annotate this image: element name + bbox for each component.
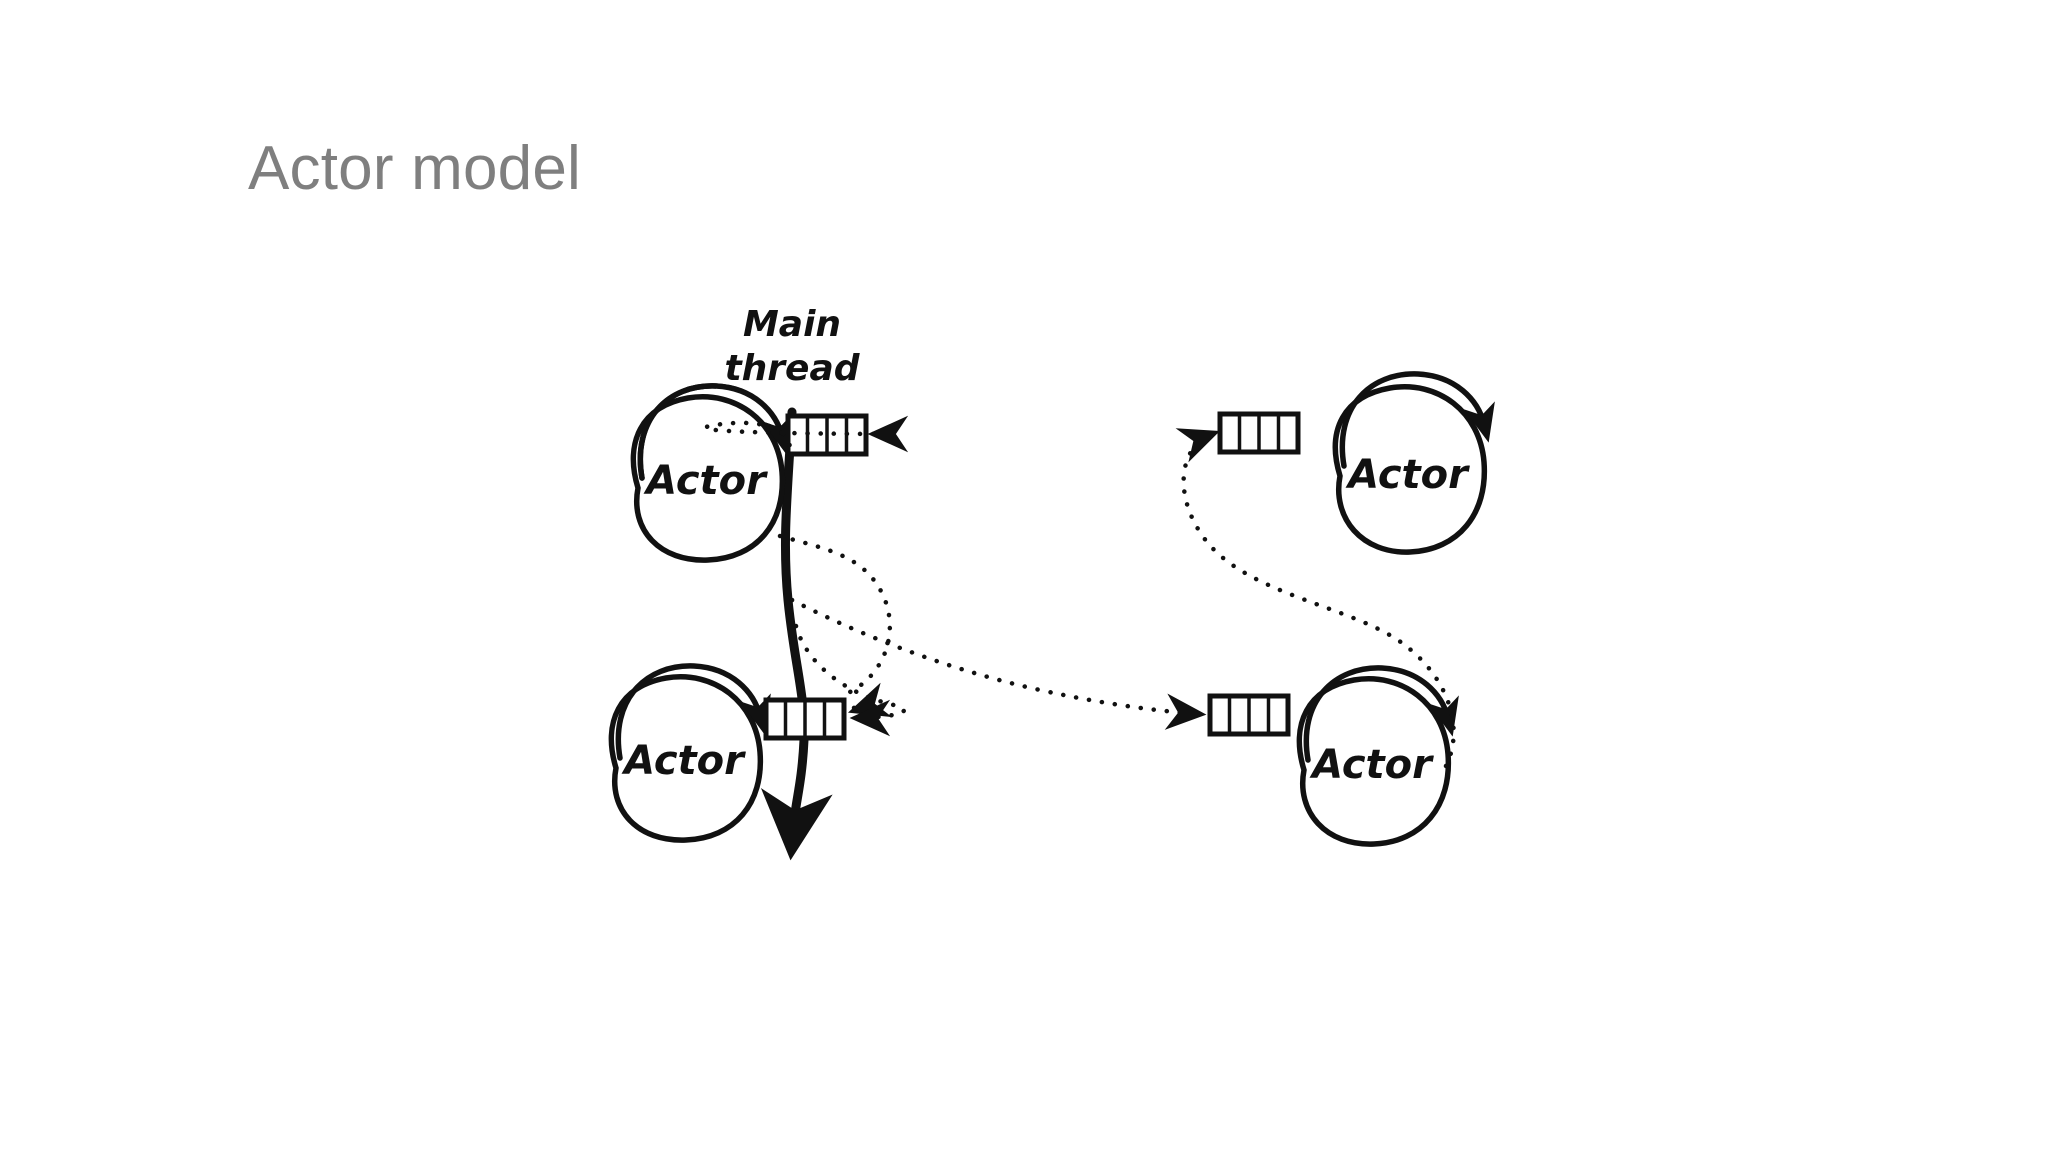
mailbox-bottom-left[interactable]: [763, 697, 847, 741]
actor-model-diagram: Main thread Actor: [520, 300, 1580, 960]
main-thread-line: [760, 407, 833, 861]
actor-top-left-label: Actor: [643, 458, 768, 504]
page-title: Actor model: [248, 134, 581, 203]
msg-main-to-bottom-right-mailbox[interactable]: [789, 597, 1207, 730]
actor-top-left[interactable]: Actor: [630, 383, 793, 563]
main-thread-label-line2: thread: [724, 348, 860, 389]
msg-main-to-bottom-left-mailbox[interactable]: [793, 623, 906, 737]
msg-main-top-left-visible[interactable]: [703, 415, 909, 461]
actor-bottom-right[interactable]: Actor: [1296, 665, 1459, 847]
actor-bottom-left-label: Actor: [621, 738, 746, 784]
main-thread-group: Main thread: [724, 304, 861, 861]
actor-bottom-right-cycle-arrow: [1303, 665, 1459, 763]
actor-model-svg: Main thread Actor: [608, 304, 1495, 861]
actor-top-right[interactable]: Actor: [1332, 371, 1495, 555]
actor-top-right-cycle-arrow: [1339, 371, 1495, 469]
main-thread-label-line1: Main: [743, 304, 841, 345]
actor-bottom-left[interactable]: Actor: [608, 663, 771, 843]
actor-bottom-right-label: Actor: [1309, 742, 1434, 788]
actor-bottom-left-cycle-arrow: [615, 663, 771, 761]
mailbox-top-right[interactable]: [1217, 411, 1301, 455]
mailbox-top-left[interactable]: [785, 413, 869, 457]
actor-top-right-label: Actor: [1345, 452, 1470, 498]
mailbox-bottom-right[interactable]: [1207, 693, 1291, 737]
msg-bottom-right-actor-to-top-right-mailbox[interactable]: [1175, 428, 1456, 769]
